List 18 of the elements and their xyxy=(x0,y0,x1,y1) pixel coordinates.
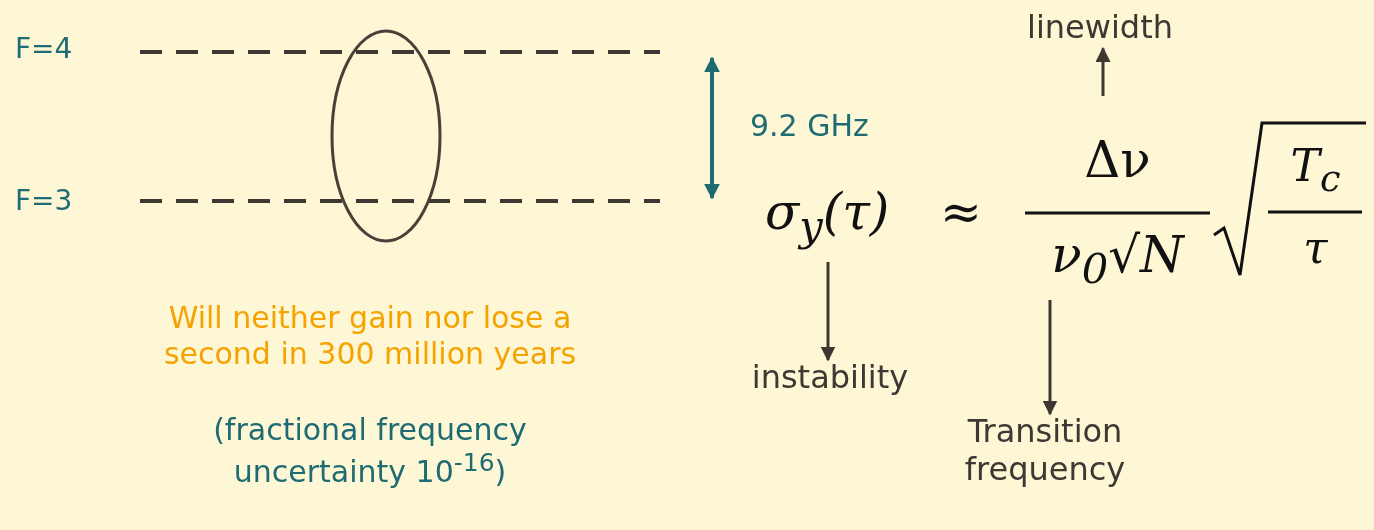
formula-term: Δν xyxy=(1083,130,1152,190)
arrow-label: instability xyxy=(720,358,940,397)
arrow-label: linewidth xyxy=(1000,8,1200,47)
arrow-label: Transition frequency xyxy=(940,412,1150,489)
note-text: Will neither gain nor lose a second in 300 million years xyxy=(162,300,578,372)
arrow xyxy=(820,262,836,362)
arrow xyxy=(1042,300,1058,416)
formula-term: T$_{c}$ xyxy=(1289,140,1342,201)
note-text: (fractional frequency uncertainty 10$^{-16}$) xyxy=(212,412,528,490)
formula-term: ν$_{0}$√N xyxy=(1050,225,1186,294)
level-label: F=3 xyxy=(15,184,74,218)
arrow xyxy=(1095,46,1111,96)
formula-term: τ xyxy=(1302,222,1329,275)
level-label: F=4 xyxy=(15,32,74,66)
formula-term: σ$_{y}$(τ) xyxy=(765,182,891,251)
formula-term: ≈ xyxy=(940,182,983,242)
ellipse-outline xyxy=(330,29,442,243)
frequency-label: 9.2 GHz xyxy=(750,108,870,144)
